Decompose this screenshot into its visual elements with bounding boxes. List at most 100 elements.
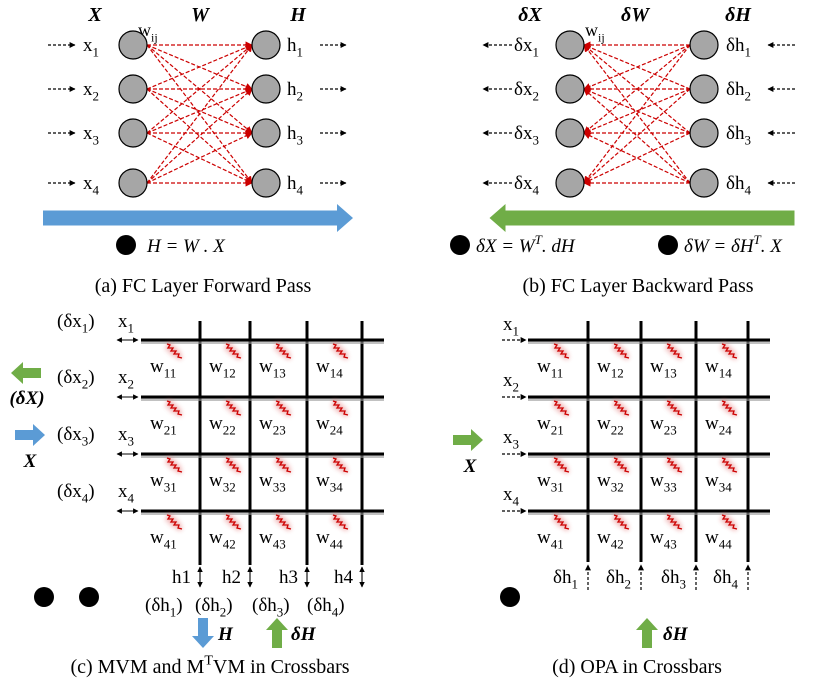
weight-cell-label: w24 bbox=[316, 413, 343, 438]
column-output-label: h3 bbox=[279, 567, 298, 588]
step-2-badge-number: 2 bbox=[85, 591, 93, 607]
resistor-icon bbox=[664, 342, 683, 360]
weight-cell-label: w31 bbox=[537, 470, 564, 495]
resistor-icon-zigzag bbox=[553, 514, 570, 530]
step-2-badge bbox=[79, 587, 99, 607]
resistor-icon-zigzag bbox=[332, 400, 349, 416]
backward-equation-dx: δX = WT. dH bbox=[476, 232, 576, 257]
resistor-icon bbox=[719, 399, 738, 417]
weight-cell-label: w23 bbox=[650, 413, 677, 438]
output-neuron bbox=[251, 168, 281, 198]
column-grad-label: δh4 bbox=[713, 567, 738, 592]
row-input-label: x1 bbox=[118, 311, 134, 336]
backward-arrow-icon bbox=[489, 204, 795, 232]
h-out-arrow-icon bbox=[192, 618, 214, 648]
output-label-dh: δH bbox=[663, 624, 689, 645]
resistor-icon bbox=[223, 399, 242, 417]
resistor-icon bbox=[551, 456, 570, 474]
row-grad-label: (δx2) bbox=[57, 367, 95, 392]
row-grad-label: (δx3) bbox=[57, 424, 95, 449]
weight-connection bbox=[583, 44, 691, 184]
resistor-icon bbox=[330, 342, 349, 360]
weight-connection bbox=[146, 132, 253, 184]
input-neuron bbox=[555, 30, 585, 60]
resistor-icon bbox=[223, 342, 242, 360]
column-label-dx: δX bbox=[518, 4, 542, 26]
input-neuron bbox=[118, 168, 148, 198]
step-3-badge bbox=[500, 587, 520, 607]
resistor-icon bbox=[273, 342, 292, 360]
caption-c: (c) MVM and MTVM in Crossbars bbox=[70, 654, 349, 678]
step-1-badge-number: 1 bbox=[40, 591, 48, 607]
weight-connection bbox=[146, 132, 253, 184]
weight-cell-label: w44 bbox=[316, 527, 343, 552]
resistor-icon-zigzag bbox=[613, 400, 630, 416]
output-neuron bbox=[251, 74, 281, 104]
weight-cell-label: w14 bbox=[316, 356, 343, 381]
step-1-badge bbox=[34, 587, 54, 607]
resistor-icon-zigzag bbox=[225, 514, 242, 530]
weight-connection bbox=[583, 88, 691, 134]
input-grad-label: δx2 bbox=[514, 79, 539, 104]
weight-connection bbox=[583, 44, 691, 134]
input-node-label: x1 bbox=[83, 35, 99, 60]
weight-cell-label: w14 bbox=[705, 356, 732, 381]
resistor-icon-zigzag bbox=[666, 343, 683, 359]
resistor-icon-zigzag bbox=[553, 343, 570, 359]
row-input-label: x2 bbox=[503, 370, 519, 395]
input-neuron bbox=[118, 118, 148, 148]
caption-d: (d) OPA in Crossbars bbox=[552, 656, 722, 678]
column-label-x: X bbox=[87, 4, 102, 26]
weight-cell-label: w41 bbox=[150, 527, 177, 552]
row-grad-label: (δx4) bbox=[57, 481, 95, 506]
weight-cell-label: w24 bbox=[705, 413, 732, 438]
weight-connection bbox=[146, 44, 253, 90]
resistor-icon-zigzag bbox=[275, 343, 292, 359]
row-input-label: x2 bbox=[118, 367, 134, 392]
column-grad-label: (δh2) bbox=[195, 595, 233, 620]
step-1-badge-number: 1 bbox=[122, 239, 130, 255]
dh-in-arrow-icon bbox=[636, 618, 658, 648]
input-grad-label: δx1 bbox=[514, 35, 539, 60]
resistor-icon-zigzag bbox=[225, 400, 242, 416]
weight-cell-label: w13 bbox=[650, 356, 677, 381]
column-label-w: W bbox=[191, 4, 210, 26]
output-label-dh: δH bbox=[291, 624, 317, 645]
weight-cell-label: w44 bbox=[705, 527, 732, 552]
resistor-icon-zigzag bbox=[166, 457, 183, 473]
resistor-icon-zigzag bbox=[721, 400, 738, 416]
resistor-icon bbox=[664, 513, 683, 531]
resistor-icon bbox=[223, 513, 242, 531]
weight-cell-label: w11 bbox=[150, 356, 176, 381]
row-input-label: x3 bbox=[118, 424, 134, 449]
resistor-icon-zigzag bbox=[332, 343, 349, 359]
x-in-arrow-icon bbox=[15, 424, 45, 446]
resistor-icon-zigzag bbox=[721, 514, 738, 530]
caption-a: (a) FC Layer Forward Pass bbox=[95, 275, 312, 297]
output-grad-label: δh3 bbox=[726, 123, 751, 148]
output-node-label: h3 bbox=[287, 123, 303, 148]
output-node-label: h4 bbox=[287, 173, 304, 198]
weight-connection bbox=[583, 132, 691, 184]
step-2-badge-number: 2 bbox=[456, 239, 464, 255]
output-node-label: h1 bbox=[287, 35, 303, 60]
resistor-icon-zigzag bbox=[553, 400, 570, 416]
weight-cell-label: w23 bbox=[259, 413, 286, 438]
weight-connection bbox=[146, 44, 253, 184]
weight-cell-label: w43 bbox=[650, 527, 677, 552]
column-grad-label: (δh4) bbox=[307, 595, 345, 620]
resistor-icon bbox=[551, 513, 570, 531]
resistor-icon bbox=[273, 456, 292, 474]
column-label-h: H bbox=[289, 4, 307, 26]
resistor-icon bbox=[719, 513, 738, 531]
resistor-icon-zigzag bbox=[275, 457, 292, 473]
resistor-icon bbox=[611, 399, 630, 417]
resistor-icon-zigzag bbox=[166, 343, 183, 359]
weight-cell-label: w31 bbox=[150, 470, 177, 495]
resistor-icon bbox=[611, 513, 630, 531]
column-grad-label: δh1 bbox=[553, 567, 578, 592]
resistor-icon-zigzag bbox=[613, 457, 630, 473]
weight-connection bbox=[583, 132, 691, 184]
weight-cell-label: w21 bbox=[537, 413, 564, 438]
